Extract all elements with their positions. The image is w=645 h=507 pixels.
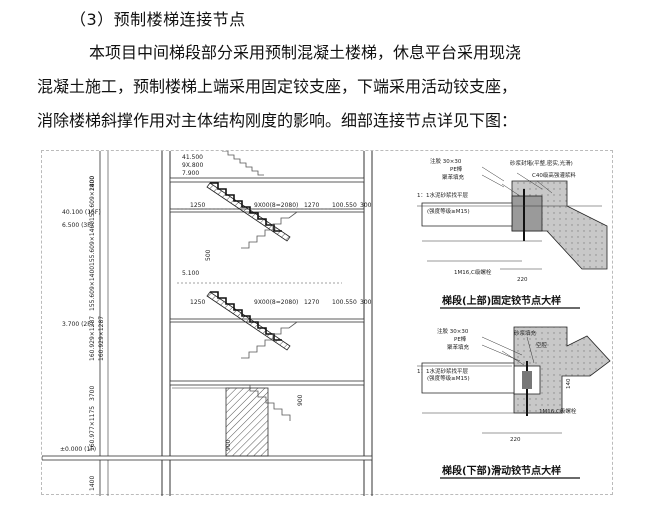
vdim-1400b: 155.609×1400 [89, 221, 96, 266]
drawing-svg: 41.500 9X.800 7.900 5.100 40.100 (15F) 6… [41, 150, 611, 496]
top-label-bed: 1：1水泥砂浆找平层 [417, 191, 468, 199]
bottom-label-strength: (强度等级≥M15) [427, 374, 470, 382]
vdim-1400c: 155.609×1400 [89, 266, 96, 311]
flight2-dim-100: 100.550 [332, 299, 357, 306]
top-label-pe: PE棒 [450, 165, 463, 173]
mark-7900: 7.900 [182, 170, 199, 177]
bottom-label-cavity: 空腔 [536, 341, 548, 349]
level-15f: 40.100 (15F) [62, 209, 101, 216]
top-label-eps: 聚苯填充 [442, 173, 465, 181]
bottom-dim-140: 140 [566, 378, 572, 389]
level-1f: ±0.000 (1F) [60, 446, 96, 453]
vdim-1400a: 155.609×1400 [89, 176, 96, 221]
vdim-3700: 3700 [89, 386, 96, 401]
section-heading: （3）预制楼梯连接节点 [70, 10, 246, 29]
vdim-1287b: 160.929×1287 [98, 316, 105, 361]
flight1-dim-run: 9X00(8=2080) [254, 202, 298, 209]
stair-section [41, 150, 373, 496]
detail-top [417, 166, 608, 270]
bottom-dim-220: 220 [510, 437, 521, 443]
flight2-dim-1270: 1270 [304, 299, 319, 306]
bottom-label-bed: 1：1水泥砂浆找平层 [417, 367, 468, 375]
vdim-1287a: 160.929×1287 [89, 316, 96, 361]
vdim-1400d: 1400 [89, 476, 96, 491]
flight1-dim-1270: 1270 [304, 202, 319, 209]
stair-connection-drawing: 41.500 9X.800 7.900 5.100 40.100 (15F) 6… [41, 150, 613, 496]
bottom-label-eps: 聚苯填充 [447, 343, 470, 351]
detail-bottom [417, 326, 611, 434]
top-label-strength: (强度等级≥M15) [427, 207, 470, 215]
level-3f: 6.500 (3F) [62, 222, 93, 229]
vdim-2800: 2800 [89, 176, 96, 191]
flight2-dim-run: 9X00(8=2080) [254, 299, 298, 306]
dim-900b: 900 [225, 439, 232, 451]
vdim-1175: 160.977×1175 [89, 406, 96, 451]
top-label-mortar: 砂浆封堵(平整,密实,光滑) [510, 159, 573, 167]
dim-900: 900 [297, 394, 304, 406]
body-paragraph: 本项目中间梯段部分采用预制混凝土楼梯，休息平台采用现浇 混凝土施工，预制楼梯上端… [37, 36, 617, 138]
mark-41500: 41.500 [182, 154, 203, 161]
mark-9x800: 9X.800 [182, 162, 203, 169]
top-label-glue: 注胶 30×30 [430, 157, 462, 165]
paragraph-line: 本项目中间梯段部分采用预制混凝土楼梯，休息平台采用现浇 [89, 43, 522, 62]
top-label-bolt: 1M16,C级螺栓 [454, 268, 492, 276]
flight2-dim-300: 300 [360, 299, 372, 306]
detail-top-caption: 梯段(上部)固定铰节点大样 [442, 294, 561, 307]
flight1-dim-1250: 1250 [190, 202, 205, 209]
flight2-dim-1250: 1250 [190, 299, 205, 306]
bottom-label-bolt: 1M16,C级螺栓 [539, 407, 577, 415]
detail-bottom-caption: 梯段(下部)滑动铰节点大样 [442, 464, 561, 477]
top-dim-220: 220 [517, 277, 528, 283]
dim-500: 500 [205, 249, 212, 261]
top-label-grout: C40级高强灌浆料 [532, 171, 576, 179]
bottom-label-mortar: 砂浆填充 [514, 329, 537, 337]
bottom-label-pe: PE棒 [454, 335, 467, 343]
flight1-dim-100: 100.550 [332, 202, 357, 209]
level-2f: 3.700 (2F) [62, 321, 93, 328]
flight1-dim-300: 300 [360, 202, 372, 209]
mark-5100: 5.100 [182, 270, 199, 277]
paragraph-line: 混凝土施工，预制楼梯上端采用固定铰支座，下端采用活动铰支座， [37, 77, 518, 96]
bottom-label-glue: 注胶 30×30 [437, 327, 469, 335]
paragraph-line: 消除楼梯斜撑作用对主体结构刚度的影响。细部连接节点详见下图： [37, 111, 518, 130]
